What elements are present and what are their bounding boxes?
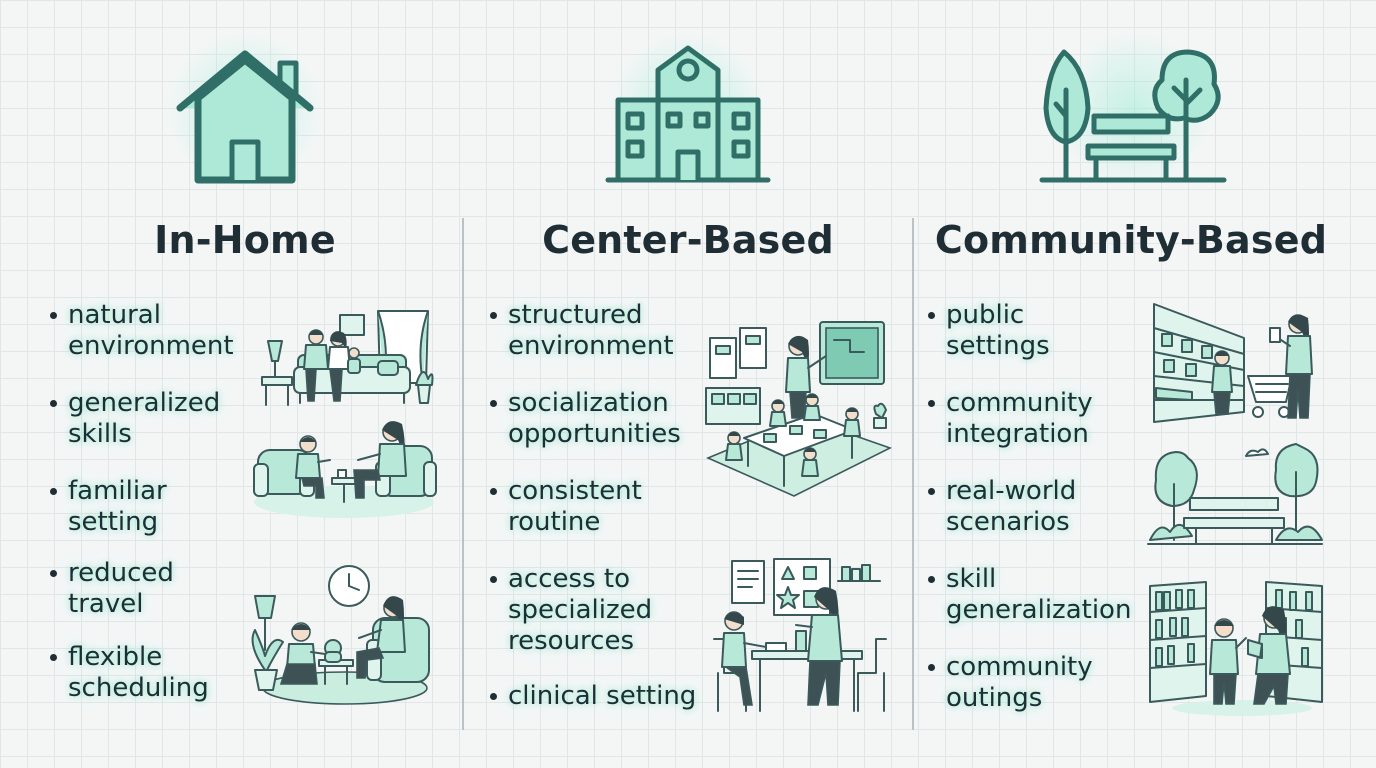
column-community-based: Community-Based public settings communit…	[914, 0, 1376, 768]
column-in-home: In-Home natural environment generalized …	[0, 0, 462, 768]
benefits-list: natural environment generalized skills f…	[48, 300, 258, 704]
list-item: clinical setting	[488, 681, 718, 712]
list-item: structured environment	[488, 300, 698, 362]
benefits-list: structured environment socialization opp…	[488, 300, 718, 712]
grocery-store-illustration	[1152, 300, 1320, 425]
list-item: community integration	[926, 388, 1131, 450]
park-trees-bench-icon	[1034, 30, 1234, 200]
park-bench-illustration	[1146, 440, 1324, 550]
column-title: In-Home	[154, 218, 336, 262]
list-item: community outings	[926, 652, 1116, 714]
library-illustration	[1146, 578, 1326, 718]
benefits-list: public settings community integration re…	[926, 300, 1146, 714]
school-building-icon	[592, 30, 782, 200]
list-item: familiar setting	[48, 476, 188, 538]
column-title: Center-Based	[542, 218, 834, 262]
list-item: natural environment	[48, 300, 258, 362]
list-item: consistent routine	[488, 476, 668, 538]
list-item: flexible scheduling	[48, 642, 228, 704]
family-living-room-illustration	[258, 305, 438, 410]
one-on-one-table-illustration	[712, 555, 894, 715]
play-session-illustration	[245, 560, 435, 710]
classroom-illustration	[704, 318, 894, 503]
list-item: socialization opportunities	[488, 388, 708, 450]
list-item: public settings	[926, 300, 1116, 362]
column-center-based: Center-Based structured environment soci…	[464, 0, 912, 768]
list-item: skill generalization	[926, 564, 1146, 626]
list-item: access to specialized resources	[488, 564, 683, 657]
column-divider	[462, 218, 464, 730]
list-item: real-world scenarios	[926, 476, 1116, 538]
column-title: Community-Based	[934, 218, 1328, 262]
list-item: reduced travel	[48, 558, 208, 620]
list-item: generalized skills	[48, 388, 238, 450]
house-icon	[150, 30, 340, 200]
column-divider	[912, 218, 914, 730]
therapist-child-chairs-illustration	[252, 410, 437, 520]
